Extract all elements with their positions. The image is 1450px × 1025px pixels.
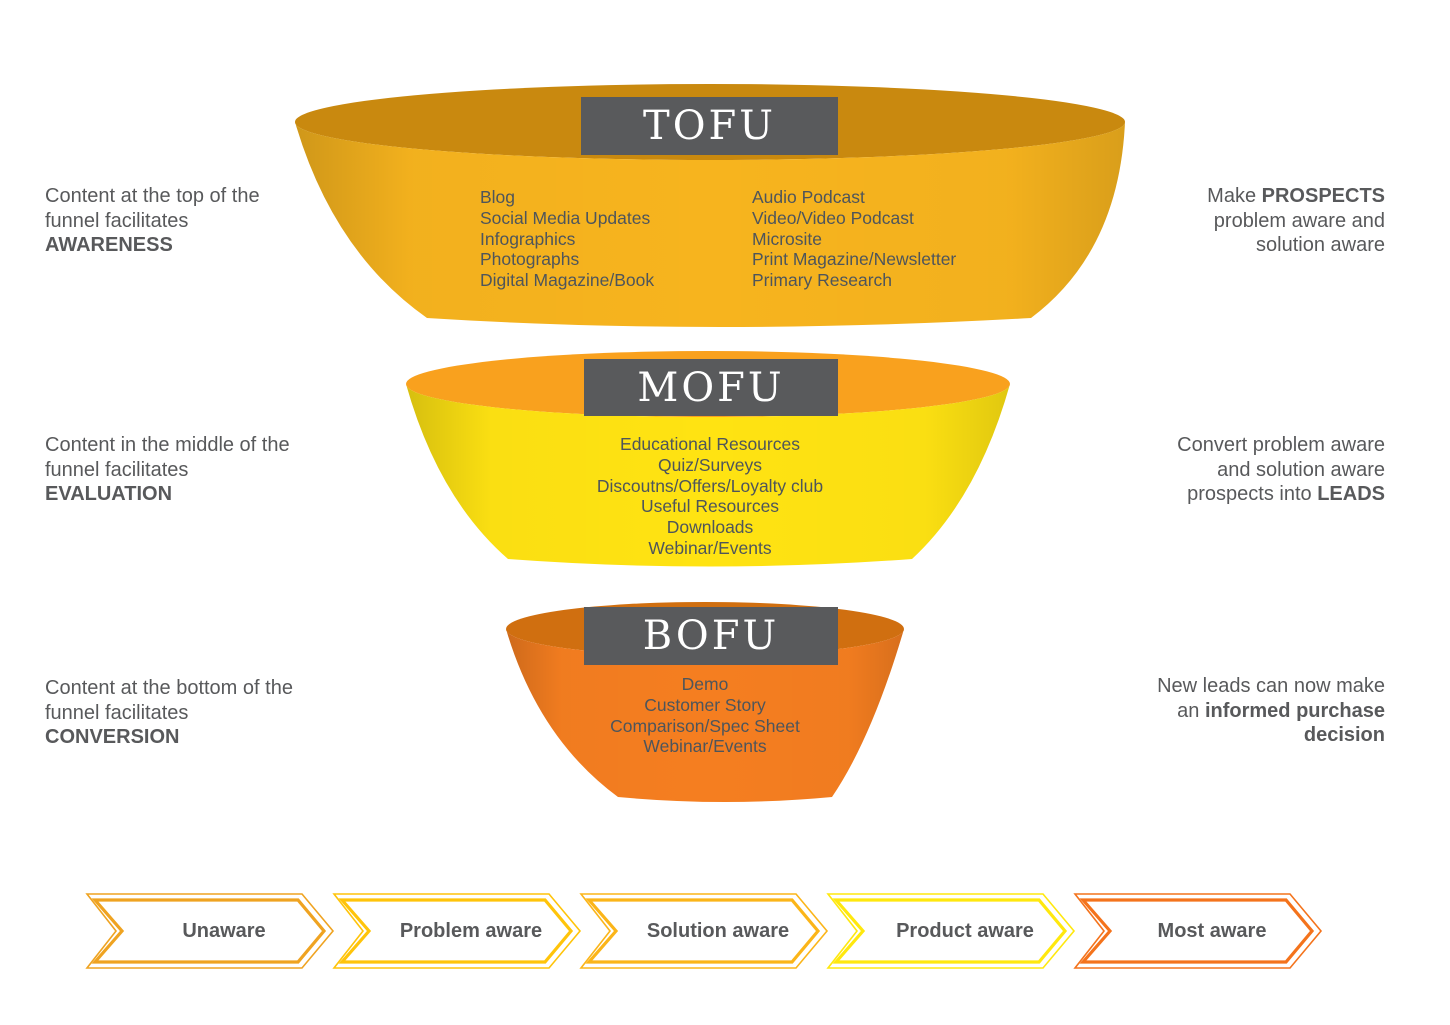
bofu-label: BOFU (584, 607, 838, 665)
note-text: Make (1207, 185, 1262, 207)
list-item: Educational Resources (620, 434, 800, 454)
chevron-arrow-icon (1073, 893, 1323, 969)
list-item: Discoutns/Offers/Loyalty club (596, 475, 824, 496)
list-item: Photographs (480, 249, 580, 270)
list-item: Customer Story (644, 694, 766, 715)
list-item: Infographics (480, 228, 576, 249)
journey-stage-solution-aware: Solution aware (579, 892, 829, 970)
journey-stage-label: Most aware (1157, 919, 1267, 942)
bofu-body-shading (506, 629, 904, 802)
note-bold: EVALUATION (45, 483, 173, 505)
list-item: Social Media Updates (480, 207, 651, 228)
mofu-content-list: Educational Resources Quiz/Surveys Disco… (460, 434, 960, 559)
journey-stage-label: Product aware (896, 919, 1034, 942)
note-text: New leads can now make an (1157, 675, 1385, 722)
list-item: Digital Magazine/Book (480, 270, 655, 291)
journey-stage-label: Problem aware (399, 919, 543, 942)
tofu-content-list-left: Blog Social Media Updates Infographics P… (480, 187, 654, 291)
journey-stage-problem-aware: Problem aware (332, 892, 582, 970)
list-item: Webinar/Events (643, 736, 767, 757)
list-item: Webinar/Events (648, 537, 772, 558)
list-item: Useful Resources (640, 496, 780, 517)
journey-stage-product-aware: Product aware (826, 892, 1076, 970)
tofu-shape (295, 84, 1125, 327)
tofu-right-note: Make PROSPECTS problem aware and solutio… (1145, 184, 1385, 258)
chevron-arrow-icon (579, 893, 829, 969)
journey-stage-most-aware: Most aware (1073, 892, 1323, 970)
note-bold: PROSPECTS (1261, 185, 1385, 207)
tofu-body-shading (295, 122, 1125, 327)
chevron-arrow-icon (332, 893, 582, 969)
bofu-right-note: New leads can now make an informed purch… (1140, 674, 1385, 748)
bofu-left-note: Content at the bottom of the funnel faci… (45, 676, 300, 750)
chevron-arrow-icon (85, 893, 335, 969)
tofu-content-list-right: Audio Podcast Video/Video Podcast Micros… (752, 187, 956, 291)
note-text: Convert problem aware and solution aware… (1177, 434, 1385, 505)
note-bold: AWARENESS (45, 234, 173, 256)
mofu-left-note: Content in the middle of the funnel faci… (45, 433, 300, 507)
list-item: Demo (681, 674, 729, 694)
note-text: Content in the middle of the funnel faci… (45, 434, 290, 481)
list-item: Print Magazine/Newsletter (752, 249, 957, 270)
list-item: Primary Research (752, 270, 893, 291)
note-text: problem aware and solution aware (1213, 209, 1385, 257)
journey-stage-label: Unaware (182, 919, 266, 942)
journey-stage-label: Solution aware (646, 919, 790, 942)
bofu-content-list: Demo Customer Story Comparison/Spec Shee… (505, 674, 905, 757)
list-item: Microsite (752, 228, 823, 249)
journey-stage-unaware: Unaware (85, 892, 335, 970)
list-item: Video/Video Podcast (752, 207, 914, 228)
note-bold: informed purchase decision (1204, 699, 1385, 747)
mofu-right-note: Convert problem aware and solution aware… (1145, 433, 1385, 507)
chevron-arrow-icon (826, 893, 1076, 969)
list-item: Downloads (666, 517, 754, 538)
mofu-label: MOFU (584, 359, 838, 416)
list-item: Audio Podcast (752, 187, 865, 207)
note-bold: LEADS (1317, 483, 1385, 505)
list-item: Blog (480, 187, 516, 207)
tofu-left-note: Content at the top of the funnel facilit… (45, 184, 300, 258)
list-item: Quiz/Surveys (657, 454, 763, 475)
tofu-label: TOFU (581, 97, 838, 155)
mofu-body-shading (406, 384, 1010, 567)
list-item: Comparison/Spec Sheet (610, 715, 800, 736)
note-bold: CONVERSION (45, 726, 180, 748)
note-text: Content at the bottom of the funnel faci… (45, 677, 293, 724)
note-text: Content at the top of the funnel facilit… (45, 185, 260, 232)
